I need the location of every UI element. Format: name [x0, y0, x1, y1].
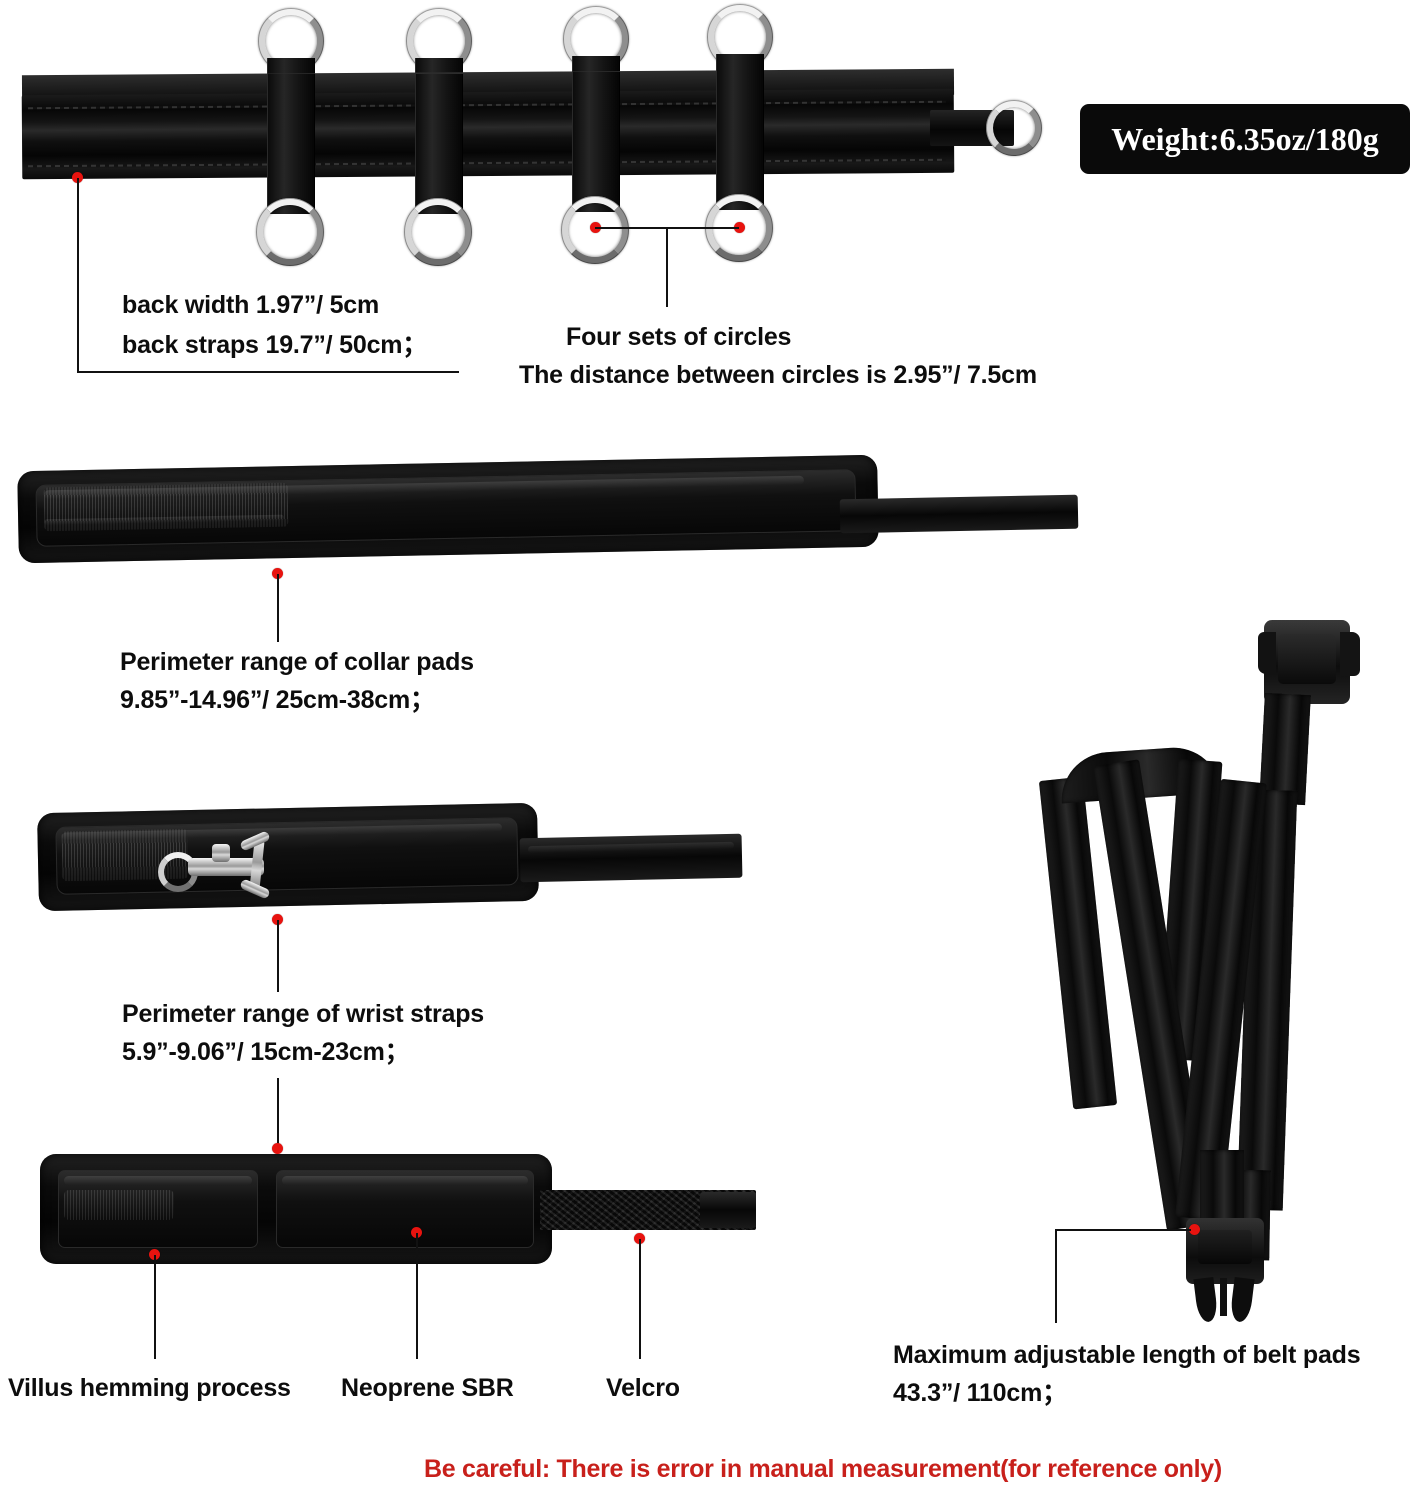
callout-neoprene: Neoprene SBR — [341, 1374, 514, 1402]
callout-four-sets: Four sets of circles — [566, 323, 792, 351]
weight-badge: Weight:6.35oz/180g — [1080, 104, 1410, 174]
product-adjustable-belt — [1020, 610, 1418, 1330]
collar-pad-tail-strap — [839, 494, 1079, 534]
product-wrist-strap — [0, 800, 780, 930]
leader-line-back-width-vertical — [77, 178, 79, 373]
leader-dot-velcro — [634, 1233, 645, 1244]
product-cuff-pad — [0, 1148, 790, 1288]
measurement-warning: Be careful: There is error in manual mea… — [424, 1455, 1222, 1483]
belt-buckle-prong-left — [1258, 632, 1276, 674]
belt-female-buckle-slot — [1198, 1230, 1252, 1264]
callout-wrist-range: 5.9”-9.06”/ 15cm-23cm； — [122, 1038, 410, 1066]
leader-line-back-width-horizontal — [77, 371, 459, 373]
ring-tab-overlay-2 — [415, 74, 463, 178]
leader-line-wrist-vertical — [277, 920, 279, 992]
leader-line-velcro — [639, 1239, 641, 1359]
d-ring-bottom-2 — [404, 198, 472, 266]
callout-belt-range: 43.3”/ 110cm； — [893, 1379, 1067, 1407]
cuff-pad-inner-velcro — [64, 1190, 174, 1220]
leader-dot-neoprene — [411, 1227, 422, 1238]
callout-belt-title: Maximum adjustable length of belt pads — [893, 1341, 1361, 1369]
leader-dot-belt — [1189, 1224, 1200, 1235]
d-ring-bottom-1 — [256, 198, 324, 266]
product-back-strap — [0, 0, 1060, 270]
cuff-pad-highlight-right — [282, 1176, 528, 1185]
leader-dot-collar — [272, 568, 283, 579]
leader-dot-back-width — [72, 172, 83, 183]
end-o-ring — [986, 100, 1042, 156]
leader-dot-circle-right — [734, 222, 745, 233]
ring-tab-overlay-4 — [716, 70, 764, 178]
callout-villus: Villus hemming process — [8, 1374, 291, 1402]
ring-tab-overlay-1 — [267, 74, 315, 178]
callout-wrist-title: Perimeter range of wrist straps — [122, 1000, 484, 1028]
leader-dot-wrist — [272, 914, 283, 925]
cuff-tail-extension — [700, 1192, 756, 1228]
callout-circle-distance: The distance between circles is 2.95”/ 7… — [519, 361, 1037, 389]
ring-tab-overlay-3 — [572, 72, 620, 178]
leader-line-neoprene — [416, 1233, 418, 1359]
belt-female-buckle-tine-right — [1229, 1276, 1255, 1324]
leader-dot-villus — [149, 1249, 160, 1260]
belt-female-buckle-center-post — [1220, 1278, 1227, 1316]
cuff-pad-highlight-left — [64, 1176, 252, 1185]
belt-buckle-prong-right — [1340, 632, 1360, 676]
leader-line-belt-vertical — [1055, 1229, 1057, 1323]
wrist-pad-tail-strap — [519, 833, 743, 883]
leader-line-wrist-to-cuff — [277, 1078, 279, 1146]
leader-line-circles-vertical — [666, 227, 668, 307]
callout-collar-title: Perimeter range of collar pads — [120, 648, 474, 676]
snap-hook-thumb-latch — [212, 844, 230, 862]
callout-back-straps: back straps 19.7”/ 50cm； — [122, 331, 428, 359]
snap-hook-body — [188, 858, 264, 876]
cuff-pad-panel-right — [276, 1170, 534, 1248]
leader-dot-cuff-top — [272, 1143, 283, 1154]
leader-line-collar-vertical — [277, 574, 279, 642]
callout-collar-range: 9.85”-14.96”/ 25cm-38cm； — [120, 686, 435, 714]
leader-line-belt-horizontal — [1055, 1229, 1191, 1231]
d-ring-bottom-3 — [561, 196, 629, 264]
callout-back-width: back width 1.97”/ 5cm — [122, 291, 380, 319]
belt-buckle-face-detail — [1278, 634, 1336, 684]
leader-line-villus — [154, 1255, 156, 1359]
belt-webbing-to-female-buckle — [1200, 1150, 1244, 1230]
belt-webbing-right — [1259, 692, 1311, 806]
product-collar-pad — [0, 454, 1090, 595]
callout-velcro: Velcro — [606, 1374, 680, 1402]
